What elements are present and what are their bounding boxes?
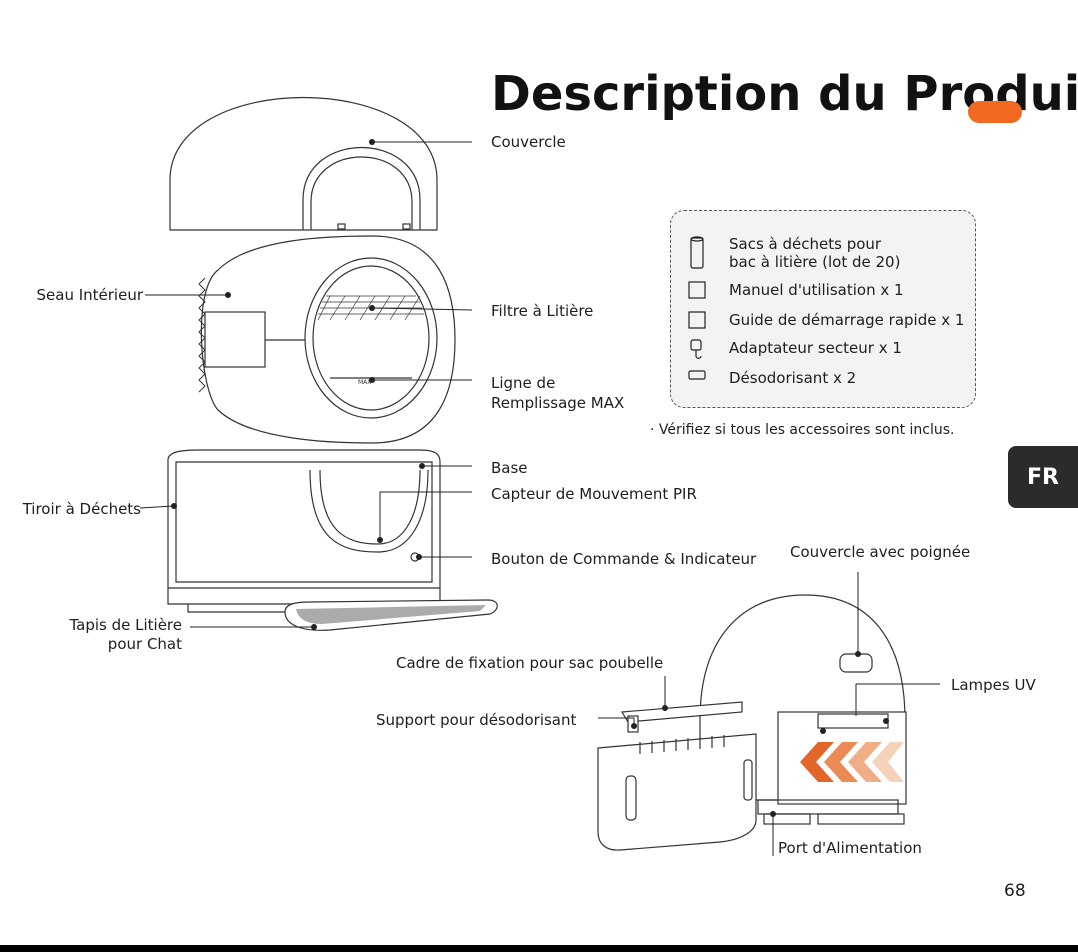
accessory-item: Adaptateur secteur x 1	[685, 339, 902, 361]
label-bouton-commande: Bouton de Commande & Indicateur	[491, 550, 757, 568]
accessory-item: Manuel d'utilisation x 1	[685, 281, 904, 299]
accessories-box: Sacs à déchets pour bac à litière (lot d…	[670, 210, 976, 408]
accessory-line: Adaptateur secteur x 1	[729, 339, 902, 357]
accessory-item: Désodorisant x 2	[685, 369, 856, 387]
square-icon	[685, 311, 709, 329]
bag-roll-icon	[685, 235, 709, 269]
label-port-alimentation: Port d'Alimentation	[778, 839, 922, 857]
adapter-icon	[685, 339, 709, 361]
accessory-item: Sacs à déchets pour bac à litière (lot d…	[685, 235, 900, 271]
page-number: 68	[1004, 881, 1026, 901]
svg-text:MAX: MAX	[358, 379, 371, 386]
label-seau-interieur: Seau Intérieur	[36, 286, 144, 304]
label-lampes-uv: Lampes UV	[951, 676, 1036, 694]
exploded-view-drawing	[597, 594, 907, 851]
label-capteur-pir: Capteur de Mouvement PIR	[491, 485, 697, 503]
accessory-line: Désodorisant x 2	[729, 369, 857, 387]
accessory-line: Sacs à déchets pour	[729, 235, 882, 253]
label-tapis-1: Tapis de Litière	[69, 616, 182, 634]
label-ligne-remplissage-1: Ligne de	[491, 374, 556, 392]
accessory-line: bac à litière (lot de 20)	[729, 253, 901, 271]
base-drawing	[167, 449, 441, 613]
title-accent-mark	[968, 101, 1022, 123]
accessory-item: Guide de démarrage rapide x 1	[685, 311, 964, 329]
label-ligne-remplissage-2: Remplissage MAX	[491, 394, 625, 412]
label-filtre-litiere: Filtre à Litière	[491, 302, 594, 320]
label-couvercle-poignee: Couvercle avec poignée	[790, 543, 971, 561]
bottom-border	[0, 945, 1078, 952]
lid-drawing	[169, 97, 438, 231]
label-tapis-2: pour Chat	[107, 635, 182, 653]
accessories-note: · Vérifiez si tous les accessoires sont …	[650, 422, 955, 438]
deodorizer-icon	[685, 369, 709, 381]
language-tab: FR	[1008, 446, 1078, 508]
label-couvercle: Couvercle	[491, 133, 566, 151]
uv-chevrons	[800, 742, 904, 782]
label-base: Base	[491, 459, 528, 477]
accessory-line: Manuel d'utilisation x 1	[729, 281, 904, 299]
inner-bucket-drawing: MAX	[198, 235, 456, 444]
label-tiroir-dechets: Tiroir à Déchets	[22, 500, 141, 518]
square-icon	[685, 281, 709, 299]
accessory-line: Guide de démarrage rapide x 1	[729, 311, 965, 329]
label-support-desodorisant: Support pour désodorisant	[376, 711, 577, 729]
mat-drawing	[284, 599, 498, 631]
label-cadre-fixation: Cadre de fixation pour sac poubelle	[396, 654, 664, 672]
